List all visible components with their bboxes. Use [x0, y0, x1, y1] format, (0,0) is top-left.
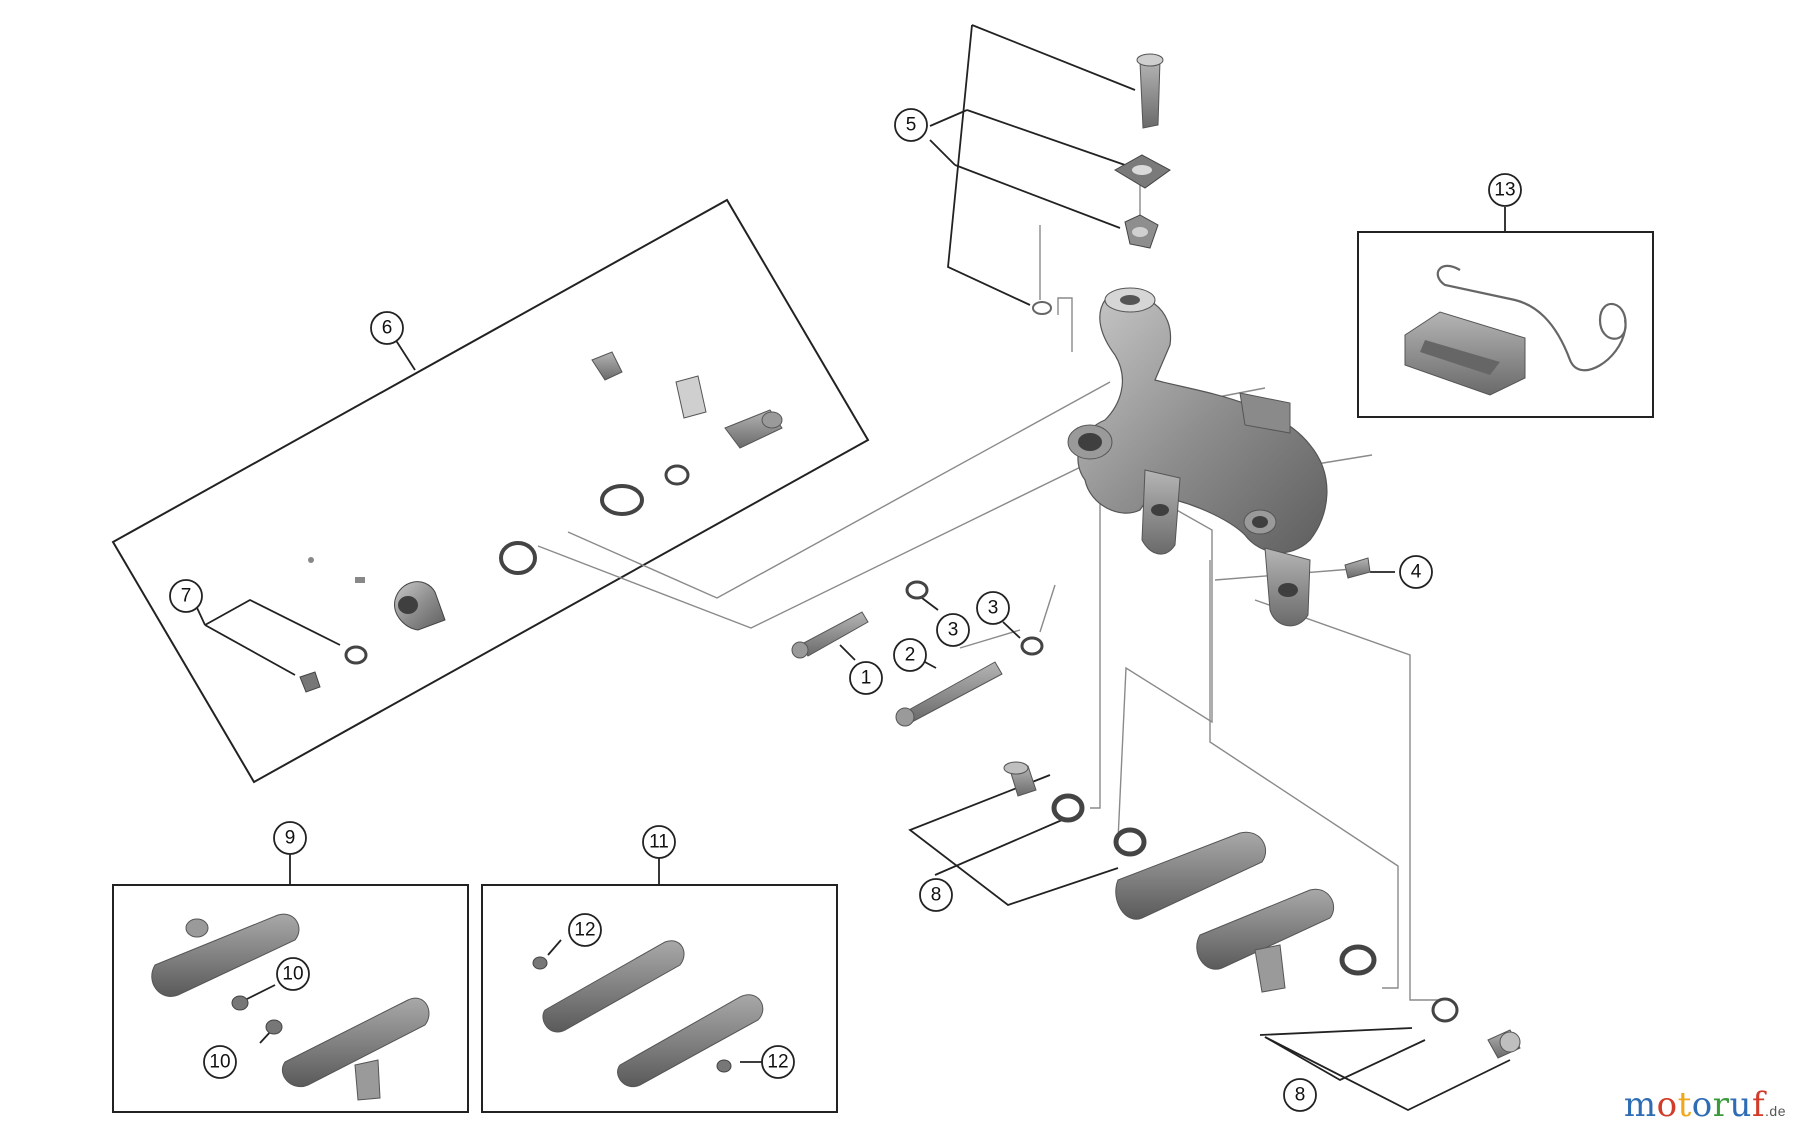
watermark-logo: motoruf.de — [1624, 1085, 1786, 1125]
callout-1: 1 — [849, 661, 883, 695]
svg-text:12: 12 — [574, 920, 595, 941]
callout-3: 3 — [976, 591, 1010, 625]
svg-text:5: 5 — [906, 115, 917, 136]
box-11-parts — [532, 940, 764, 1088]
svg-text:2: 2 — [905, 645, 916, 666]
watermark-letter: o — [1656, 1085, 1678, 1125]
watermark-suffix: .de — [1765, 1103, 1786, 1119]
caliper-arm — [1067, 287, 1328, 627]
box-6-parts — [299, 351, 783, 693]
svg-text:4: 4 — [1411, 562, 1422, 583]
watermark-letter: o — [1691, 1085, 1713, 1125]
callout-12: 12 — [761, 1045, 795, 1079]
svg-text:7: 7 — [181, 586, 192, 607]
svg-text:8: 8 — [931, 885, 942, 906]
box-13-parts — [1404, 264, 1627, 396]
svg-text:13: 13 — [1494, 180, 1515, 201]
callout-10: 10 — [203, 1045, 237, 1079]
svg-text:3: 3 — [948, 620, 959, 641]
svg-text:11: 11 — [649, 832, 669, 853]
group-box-13 — [1357, 231, 1654, 418]
callout-8: 8 — [1283, 1078, 1317, 1112]
svg-text:9: 9 — [285, 828, 296, 849]
group-box-6 — [111, 198, 870, 784]
svg-text:10: 10 — [209, 1052, 230, 1073]
callout-5: 5 — [894, 108, 928, 142]
adjuster-stack — [1032, 53, 1171, 315]
box-9-parts — [151, 913, 430, 1101]
watermark-letter: f — [1751, 1085, 1766, 1125]
callout-11: 11 — [642, 825, 676, 859]
svg-text:6: 6 — [382, 318, 393, 339]
callout-10: 10 — [276, 957, 310, 991]
watermark-letter: t — [1677, 1085, 1692, 1125]
callout-4: 4 — [1399, 555, 1433, 589]
svg-text:1: 1 — [861, 668, 872, 689]
lower-right-parts — [1003, 761, 1521, 1059]
center-bolts — [791, 557, 1371, 727]
svg-text:10: 10 — [282, 964, 303, 985]
callout-13: 13 — [1488, 173, 1522, 207]
callout-7: 7 — [169, 579, 203, 613]
group-box-11 — [481, 884, 838, 1113]
callout-8: 8 — [919, 878, 953, 912]
callout-9: 9 — [273, 821, 307, 855]
svg-text:3: 3 — [988, 598, 999, 619]
leader-lines — [191, 24, 1511, 1112]
watermark-letter: r — [1712, 1085, 1730, 1125]
svg-text:8: 8 — [1295, 1085, 1306, 1106]
watermark-letter: u — [1729, 1085, 1752, 1125]
callout-3: 3 — [936, 613, 970, 647]
callout-12: 12 — [568, 913, 602, 947]
callout-6: 6 — [370, 311, 404, 345]
callout-2: 2 — [893, 638, 927, 672]
watermark-letter: m — [1623, 1085, 1657, 1125]
svg-text:12: 12 — [767, 1052, 788, 1073]
